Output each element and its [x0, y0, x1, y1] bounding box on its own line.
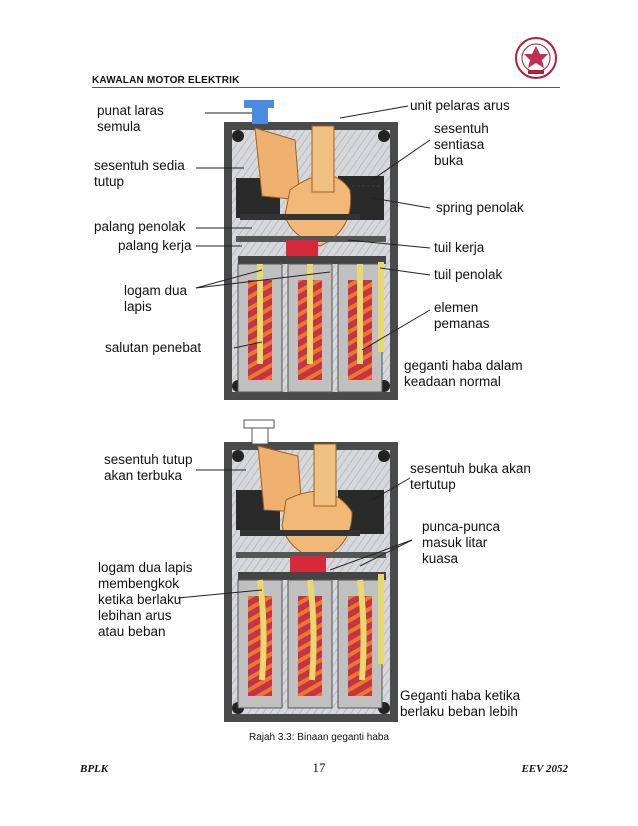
label-work-lever: tuil kerja — [434, 240, 485, 255]
page-number: 17 — [312, 760, 326, 775]
header-rule — [92, 87, 560, 88]
footer-right: EEV 2052 — [521, 763, 568, 775]
label-spring: spring penolak — [436, 200, 524, 215]
thermal-relay-figure — [177, 100, 431, 722]
label-current-unit: unit pelaras arus — [410, 98, 510, 113]
label-insulation: salutan penebat — [105, 340, 202, 355]
page-header-title: KAWALAN MOTOR ELEKTRIK — [92, 75, 240, 86]
label-work-bar: palang kerja — [118, 238, 192, 253]
relay-diagram-overload — [224, 419, 398, 722]
relay-diagram-normal — [224, 100, 398, 400]
institution-logo — [515, 37, 557, 79]
label-push-bar: palang penolak — [94, 219, 186, 234]
label-push-lever: tuil penolak — [434, 267, 503, 282]
footer-left: BPLK — [80, 763, 109, 775]
figure-caption: Rajah 3.3: Binaan geganti haba — [248, 732, 390, 743]
